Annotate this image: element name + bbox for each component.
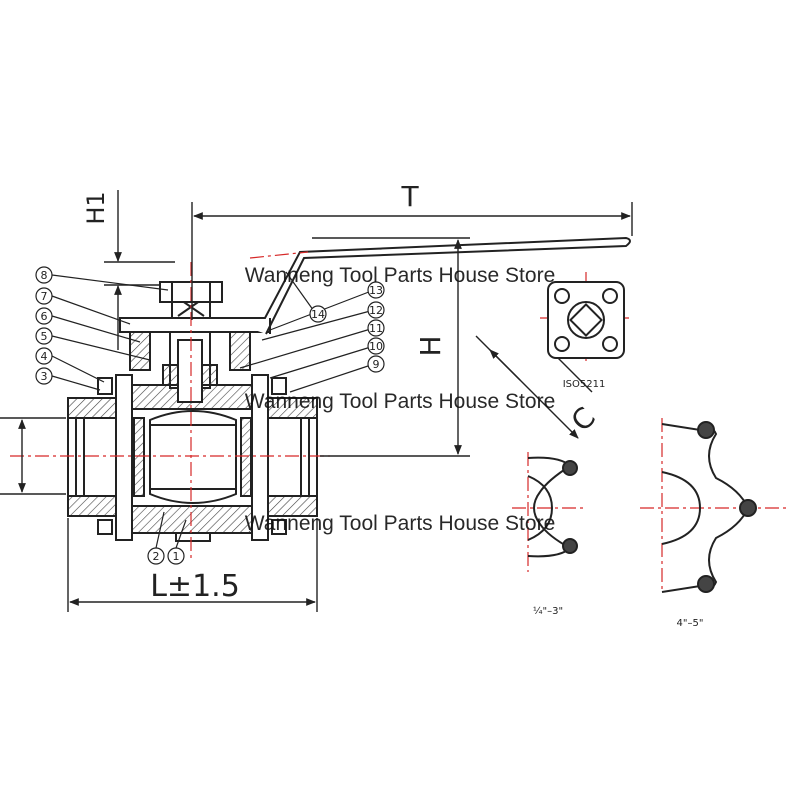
dimension-lines [0, 190, 633, 612]
svg-text:5: 5 [41, 330, 48, 343]
svg-text:13: 13 [369, 284, 383, 297]
callout-11: 11 [367, 319, 385, 337]
callout-4: 4 [35, 347, 53, 365]
size-range-small-label: ¼"–3" [533, 605, 563, 617]
callout-13: 13 [367, 281, 385, 299]
dim-label-H1: H1 [82, 191, 110, 224]
callout-14: 14 [309, 305, 327, 323]
valve-body [67, 236, 631, 542]
callout-3: 3 [35, 367, 53, 385]
callout-5: 5 [35, 327, 53, 345]
svg-text:2: 2 [153, 550, 160, 563]
callout-2: 2 [147, 547, 165, 565]
svg-text:8: 8 [41, 269, 48, 282]
flange-standard-label: ISO5211 [563, 379, 606, 390]
dim-label-T: T [400, 180, 419, 213]
svg-text:3: 3 [41, 370, 48, 383]
svg-text:6: 6 [41, 310, 48, 323]
dim-label-H: H [414, 335, 447, 356]
callout-6: 6 [35, 307, 53, 325]
leader-lines [51, 271, 375, 549]
callout-1: 1 [167, 547, 185, 565]
part-callouts: 8 7 6 5 4 3 2 1 13 12 11 10 9 14 [35, 266, 385, 565]
callout-12: 12 [367, 301, 385, 319]
callout-9: 9 [367, 355, 385, 373]
callout-7: 7 [35, 287, 53, 305]
svg-text:10: 10 [369, 340, 383, 353]
svg-text:1: 1 [173, 550, 180, 563]
bolt-pattern-large [661, 421, 757, 593]
dim-label-L: L±1.5 [150, 569, 240, 604]
svg-text:7: 7 [41, 290, 48, 303]
callout-8: 8 [35, 266, 53, 284]
svg-text:11: 11 [369, 322, 383, 335]
svg-text:9: 9 [373, 358, 380, 371]
svg-text:12: 12 [369, 304, 383, 317]
size-range-large-label: 4"–5" [677, 618, 704, 629]
dim-label-C: C [565, 401, 602, 438]
bolt-pattern-small [527, 456, 578, 558]
svg-text:14: 14 [311, 308, 325, 321]
svg-text:4: 4 [41, 350, 48, 363]
callout-10: 10 [367, 337, 385, 355]
iso-flange-top-view [547, 281, 625, 359]
